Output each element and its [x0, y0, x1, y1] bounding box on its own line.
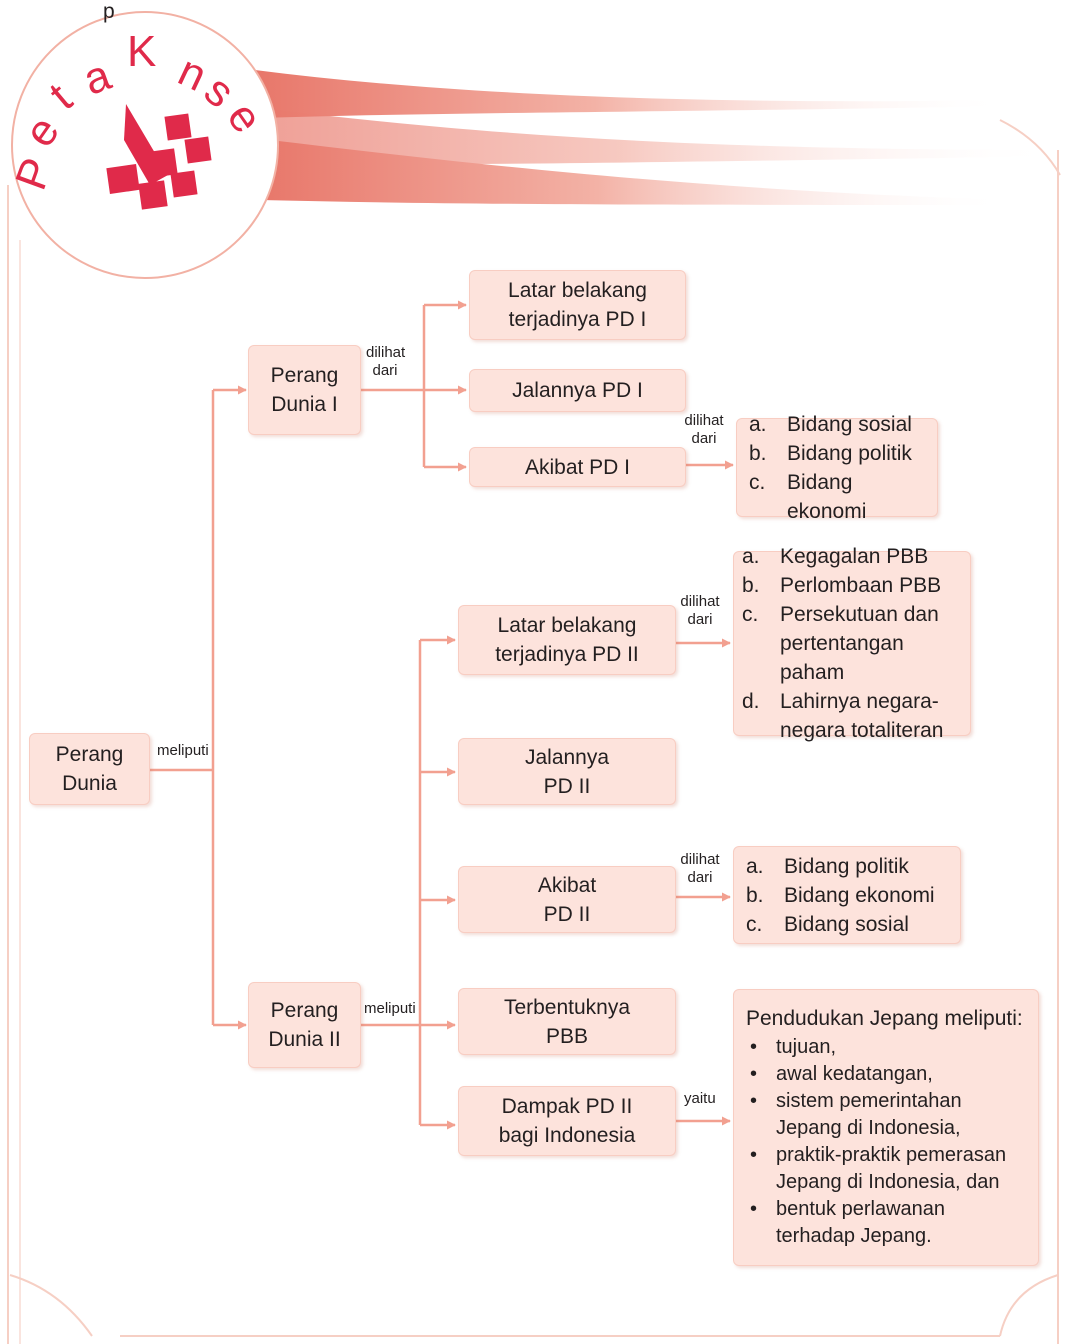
label-dilihat-dari: dilihat dari — [684, 412, 724, 447]
list-item: • sistem pemerintahan Jepang di Indonesia… — [746, 1088, 1026, 1142]
label-yaitu: yaitu — [684, 1090, 716, 1107]
list-item: b. Bidang ekonomi — [746, 881, 935, 910]
list-marker: d. — [742, 690, 760, 713]
node-label: Perang Dunia II — [268, 999, 341, 1051]
list-marker: a. — [742, 545, 760, 568]
list-text: Bidang politik — [787, 441, 912, 465]
list-item: a. Bidang sosial — [749, 410, 937, 439]
node-dampak-pd2: Dampak PD II bagi Indonesia — [458, 1086, 676, 1156]
list-text: tujuan, — [776, 1036, 837, 1058]
list-marker: b. — [746, 883, 764, 907]
node-perang-dunia-2: Perang Dunia II — [248, 982, 361, 1068]
node-label: Jalannya PD II — [524, 745, 610, 798]
list-item: a. Bidang politik — [746, 852, 935, 881]
label-dilihat-dari: dilihat dari — [680, 851, 720, 886]
box-pendudukan-jepang: Pendudukan Jepang meliputi: • tujuan, • aw… — [733, 989, 1039, 1266]
node-label: Akibat PD II — [537, 873, 597, 926]
list-text: Bidang politik — [784, 854, 909, 878]
node-latar-belakang-pd1: Latar belakang terjadinya PD I — [469, 270, 686, 340]
list-marker: a. — [749, 412, 767, 436]
list-item: a. Kegagalan PBB — [742, 542, 970, 571]
list-text: praktik-praktik pemerasan Jepang di Indo… — [776, 1144, 1007, 1193]
list-text: bentuk perlawanan terhadap Jepang. — [776, 1198, 946, 1247]
list-item: • tujuan, — [746, 1034, 1026, 1061]
node-perang-dunia-1: Perang Dunia I — [248, 345, 361, 435]
node-perang-dunia: Perang Dunia — [29, 733, 150, 805]
list-item: • praktik-praktik pemerasan Jepang di Ind… — [746, 1142, 1026, 1196]
stacked-squares-logo-icon — [106, 104, 212, 210]
list: a. Bidang sosial b. Bidang politik c. Bidan… — [749, 410, 937, 526]
list-text: Persekutuan dan pertentangan paham — [780, 603, 939, 684]
list-text: Bidang sosial — [784, 912, 909, 936]
top-text: p — [103, 0, 115, 23]
list-item: b. Perlombaan PBB — [742, 571, 970, 600]
list-text: Bidang sosial — [787, 412, 912, 436]
pendudukan-heading: Pendudukan Jepang meliputi: — [746, 1007, 1023, 1030]
list: a. Kegagalan PBB b. Perlombaan PBB c. Perse… — [742, 542, 970, 745]
node-label: Latar belakang terjadinya PD II — [495, 614, 639, 666]
list-item: b. Bidang politik — [749, 439, 937, 468]
label-dilihat-dari: dilihat dari — [680, 593, 720, 628]
list-marker: b. — [742, 574, 760, 597]
bullet: • — [750, 1063, 758, 1085]
label-meliputi: meliputi — [157, 742, 209, 759]
list: • tujuan, • awal kedatangan, • sistem pemer… — [746, 1034, 1026, 1250]
list-akibat-pd2: a. Bidang politik b. Bidang ekonomi c. Bida… — [733, 846, 961, 944]
node-label: Dampak PD II bagi Indonesia — [498, 1095, 636, 1147]
list-marker: c. — [742, 603, 759, 626]
bullet: • — [750, 1090, 758, 1112]
list-item: c. Persekutuan dan pertentangan paham — [742, 600, 970, 687]
node-terbentuknya-pbb: Terbentuknya PBB — [458, 988, 676, 1055]
list-text: awal kedatangan, — [776, 1063, 933, 1085]
list-text: sistem pemerintahan Jepang di Indonesia, — [776, 1090, 962, 1139]
list-marker: a. — [746, 854, 764, 878]
list-marker: b. — [749, 441, 767, 465]
label-dilihat-dari: dilihat dari — [366, 344, 406, 379]
node-akibat-pd1: Akibat PD I — [469, 447, 686, 487]
list-marker: c. — [746, 912, 763, 936]
title-letter: K — [127, 27, 157, 76]
list-text: Kegagalan PBB — [780, 545, 929, 568]
list-item: • awal kedatangan, — [746, 1061, 1026, 1088]
node-label: Perang Dunia I — [270, 364, 339, 416]
label-meliputi: meliputi — [364, 1000, 416, 1017]
list-text: Lahirnya negara-negara totaliteran — [780, 690, 944, 742]
swoosh-mid — [262, 108, 1060, 165]
list-item: c. Bidang sosial — [746, 910, 935, 939]
swoosh-bottom — [260, 140, 1010, 205]
list-item: c. Bidang ekonomi — [749, 468, 937, 526]
node-akibat-pd2: Akibat PD II — [458, 866, 676, 933]
bullet: • — [750, 1198, 758, 1220]
list-item: • bentuk perlawanan terhadap Jepang. — [746, 1196, 1026, 1250]
list-text: Bidang ekonomi — [784, 883, 935, 907]
node-label: Perang Dunia — [55, 743, 124, 795]
bullet: • — [750, 1144, 758, 1166]
list: a. Bidang politik b. Bidang ekonomi c. Bida… — [746, 852, 935, 939]
node-latar-belakang-pd2: Latar belakang terjadinya PD II — [458, 605, 676, 675]
list-text: Perlombaan PBB — [780, 574, 942, 597]
list-marker: c. — [749, 470, 766, 494]
list-item: d. Lahirnya negara-negara totaliteran — [742, 687, 970, 745]
list-akibat-pd1: a. Bidang sosial b. Bidang politik c. Bidan… — [736, 413, 938, 523]
node-jalannya-pd1: Jalannya PD I — [469, 369, 686, 412]
bullet: • — [750, 1036, 758, 1058]
node-label: Akibat PD I — [524, 455, 631, 479]
node-label: Terbentuknya PBB — [503, 995, 631, 1048]
swoosh-top — [255, 70, 1010, 118]
node-label: Latar belakang terjadinya PD I — [508, 279, 647, 331]
node-jalannya-pd2: Jalannya PD II — [458, 738, 676, 805]
list-latar-belakang-pd2: a. Kegagalan PBB b. Perlombaan PBB c. Perse… — [733, 545, 971, 742]
list-text: Bidang ekonomi — [787, 470, 867, 523]
node-label: Jalannya PD I — [512, 379, 643, 402]
